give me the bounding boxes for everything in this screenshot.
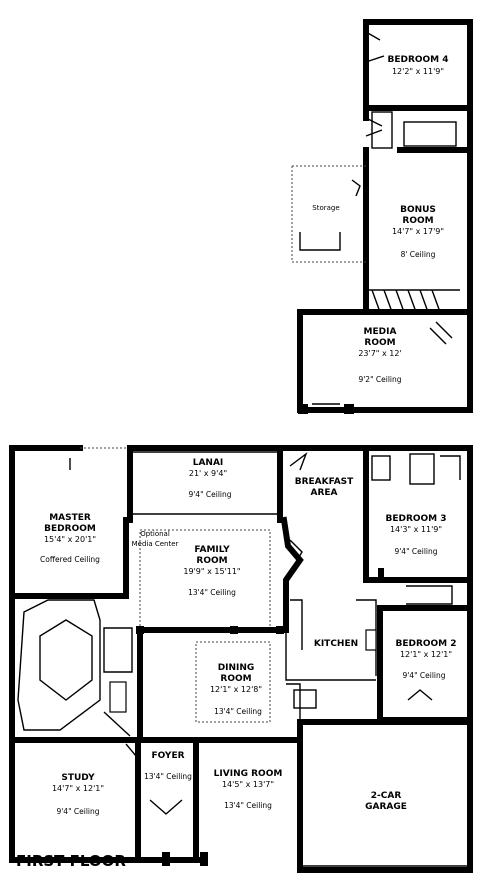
bonus-label-line1: BONUS: [400, 205, 436, 215]
upper-floor: [291, 19, 473, 414]
floor-title: FIRST FLOOR: [16, 852, 126, 870]
family-size: 19'9" x 15'11": [183, 567, 240, 576]
study-ceiling: 9'4" Ceiling: [56, 807, 99, 816]
bedroom3-label: BEDROOM 3: [385, 514, 446, 524]
master-label-line2: BEDROOM: [44, 524, 96, 534]
family-label-line1: FAMILY: [194, 545, 230, 555]
garage-label-line2: GARAGE: [365, 802, 407, 812]
lanai-label: LANAI: [193, 458, 224, 468]
bedroom2-size: 12'1" x 12'1": [400, 650, 452, 659]
bonus-label-line2: ROOM: [402, 216, 433, 226]
garage-label-line1: 2-CAR: [371, 791, 402, 801]
media-ceiling: 9'2" Ceiling: [358, 375, 401, 384]
living-ceiling: 13'4" Ceiling: [224, 801, 272, 810]
bedroom4-label: BEDROOM 4: [387, 55, 448, 65]
bonus-ceiling: 8' Ceiling: [401, 250, 436, 259]
bedroom4-size: 12'2" x 11'9": [392, 67, 444, 76]
breakfast-label-line2: AREA: [310, 488, 337, 498]
media-center-line2: Media Center: [132, 540, 179, 548]
storage-label: Storage: [312, 204, 339, 212]
living-size: 14'5" x 13'7": [222, 780, 274, 789]
study-label: STUDY: [61, 773, 95, 783]
media-center-line1: Optional: [140, 530, 170, 538]
media-label-line2: ROOM: [364, 338, 395, 348]
lanai-ceiling: 9'4" Ceiling: [188, 490, 231, 499]
media-size: 23'7" x 12': [358, 349, 401, 358]
master-size: 15'4" x 20'1": [44, 535, 96, 544]
dining-label-line1: DINING: [218, 663, 255, 673]
lanai-size: 21' x 9'4": [189, 469, 227, 478]
bedroom2-label: BEDROOM 2: [395, 639, 456, 649]
dining-size: 12'1" x 12'8": [210, 685, 262, 694]
family-ceiling: 13'4" Ceiling: [188, 588, 236, 597]
breakfast-label-line1: BREAKFAST: [295, 477, 354, 487]
foyer-label: FOYER: [151, 751, 184, 761]
bedroom3-ceiling: 9'4" Ceiling: [394, 547, 437, 556]
dining-label-line2: ROOM: [220, 674, 251, 684]
master-label-line1: MASTER: [49, 513, 91, 523]
bedroom3-size: 14'3" x 11'9": [390, 525, 442, 534]
dining-ceiling: 13'4" Ceiling: [214, 707, 262, 716]
bonus-size: 14'7" x 17'9": [392, 227, 444, 236]
bedroom2-ceiling: 9'4" Ceiling: [402, 671, 445, 680]
family-label-line2: ROOM: [196, 556, 227, 566]
foyer-ceiling: 13'4" Ceiling: [144, 772, 192, 781]
kitchen-label: KITCHEN: [314, 639, 358, 649]
study-size: 14'7" x 12'1": [52, 784, 104, 793]
media-label-line1: MEDIA: [364, 327, 397, 337]
master-ceiling: Coffered Ceiling: [40, 555, 100, 564]
living-label: LIVING ROOM: [214, 769, 283, 779]
first-floor: [9, 445, 473, 873]
